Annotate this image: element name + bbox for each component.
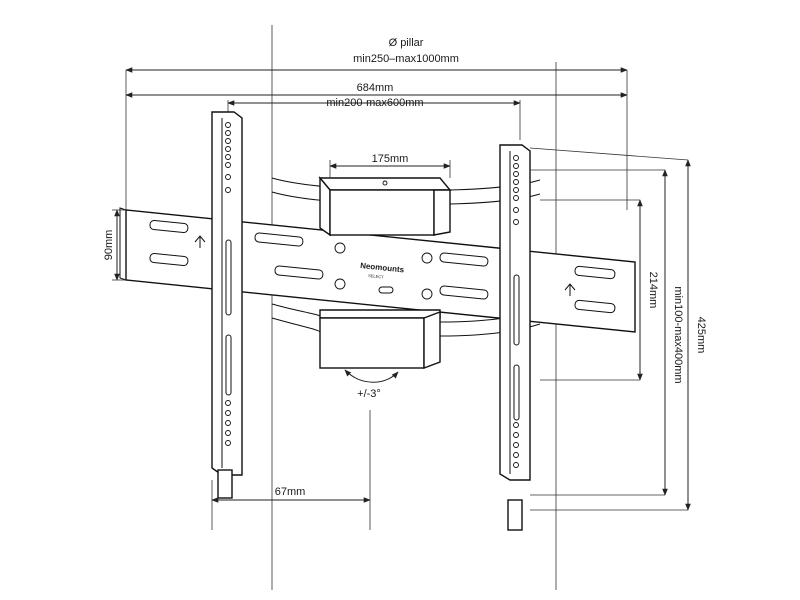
pillar-clamp-bottom <box>319 309 441 370</box>
bracket-holes <box>225 122 231 446</box>
dimension-labels: Ø pillar min250–max1000mm 684mm min200-m… <box>103 37 707 498</box>
arrow-up-icon <box>564 283 576 296</box>
bracket-holes <box>513 155 519 468</box>
bolt-icon <box>421 252 433 264</box>
rail-slot <box>439 252 489 267</box>
pillar-range-label: min250–max1000mm <box>353 53 459 65</box>
clamp-width-label: 175mm <box>372 153 409 165</box>
rail-slot <box>149 252 189 267</box>
dimensions <box>112 67 691 530</box>
overall-width-label: 684mm <box>357 82 394 94</box>
bolt-icon <box>421 288 433 300</box>
rail-slot <box>574 265 616 280</box>
rail-slot <box>439 285 489 300</box>
brand-sub: SELECT <box>368 273 385 280</box>
bolt-icon <box>334 242 346 254</box>
rail-slot <box>149 219 189 234</box>
depth-label: 67mm <box>275 486 306 498</box>
tilt-label: +/-3° <box>357 388 381 400</box>
rail-slot <box>574 299 616 314</box>
arrow-up-icon <box>194 235 206 248</box>
overall-height-label: 425mm <box>695 317 707 354</box>
rail-slot <box>274 265 324 280</box>
pillar-clamp-top <box>318 176 452 237</box>
pillar-symbol-label: Ø pillar <box>389 37 424 49</box>
vesa-width-label: min200-max600mm <box>326 97 423 109</box>
vertical-bracket-right <box>499 144 531 531</box>
vertical-bracket-left <box>211 111 243 499</box>
vesa-height-label: min100-max400mm <box>672 286 684 383</box>
rail-height-label: 90mm <box>103 230 115 261</box>
tilt-arrow-icon <box>344 369 399 383</box>
rail-slot <box>254 232 304 247</box>
rail-offset-label: 214mm <box>647 272 659 309</box>
bolt-icon <box>334 278 346 290</box>
brand-logo: Neomounts <box>360 261 405 274</box>
